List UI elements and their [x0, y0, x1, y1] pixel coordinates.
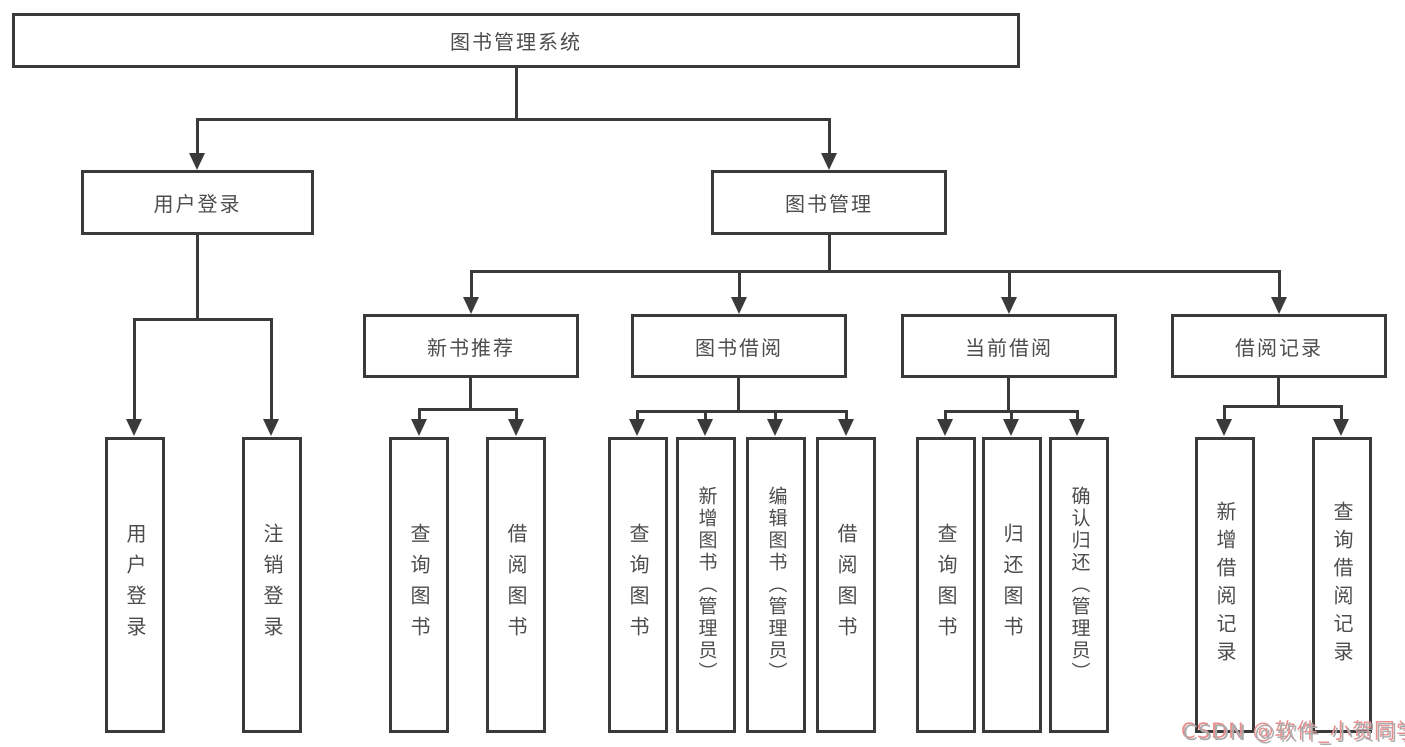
arrow-down-icon: [463, 297, 479, 314]
connector-line: [636, 410, 848, 413]
node-book-borrow: 图书借阅: [631, 314, 847, 378]
leaf-edit-book-admin-label: 编辑图书（管理员）: [765, 486, 788, 684]
arrow-down-icon: [263, 419, 279, 436]
leaf-query-borrow-record-label: 查询借阅记录: [1330, 501, 1354, 669]
leaf-query-book-recommend-label: 查询图书: [407, 523, 431, 647]
connector-line: [133, 318, 273, 321]
arrow-down-icon: [697, 419, 713, 436]
connector-line: [944, 410, 947, 422]
connector-line: [1010, 410, 1013, 422]
leaf-add-borrow-record: 新增借阅记录: [1195, 437, 1255, 733]
connector-line: [1223, 405, 1226, 422]
leaf-add-borrow-record-label: 新增借阅记录: [1213, 501, 1237, 669]
node-book-borrow-label: 图书借阅: [695, 335, 783, 360]
connector-line: [270, 318, 273, 420]
connector-line: [197, 118, 831, 121]
node-user-login-label: 用户登录: [153, 192, 242, 216]
arrow-down-icon: [1333, 419, 1349, 436]
arrow-down-icon: [1271, 297, 1287, 314]
leaf-user-login-label: 用户登录: [123, 523, 147, 647]
connector-line: [470, 270, 473, 299]
leaf-logout: 注销登录: [242, 437, 302, 733]
leaf-query-book-recommend: 查询图书: [389, 437, 449, 733]
leaf-query-book-current: 查询图书: [916, 437, 976, 733]
leaf-return-book: 归还图书: [982, 437, 1042, 733]
node-current-borrow: 当前借阅: [901, 314, 1117, 378]
connector-line: [636, 410, 639, 422]
connector-line: [774, 410, 777, 422]
arrow-down-icon: [1003, 419, 1019, 436]
connector-line: [515, 68, 518, 118]
connector-line: [828, 235, 831, 270]
arrow-down-icon: [731, 297, 747, 314]
node-borrow-records-label: 借阅记录: [1235, 335, 1323, 360]
connector-line: [133, 318, 136, 420]
leaf-query-book-borrow: 查询图书: [608, 437, 668, 733]
connector-line: [704, 410, 707, 422]
connector-line: [1007, 378, 1010, 412]
connector-line: [469, 378, 472, 411]
leaf-add-book-admin-label: 新增图书（管理员）: [695, 486, 718, 684]
node-book-management: 图书管理: [711, 170, 947, 235]
node-user-login: 用户登录: [81, 170, 314, 235]
leaf-add-book-admin: 新增图书（管理员）: [676, 437, 736, 733]
leaf-confirm-return-admin: 确认归还（管理员）: [1049, 437, 1109, 733]
connector-line: [1278, 270, 1281, 299]
node-library-system: 图书管理系统: [12, 13, 1020, 68]
arrow-down-icon: [126, 419, 142, 436]
connector-line: [737, 378, 740, 412]
leaf-return-book-label: 归还图书: [1000, 523, 1024, 647]
arrow-down-icon: [821, 153, 837, 170]
connector-line: [418, 408, 518, 411]
leaf-query-book-borrow-label: 查询图书: [626, 523, 650, 647]
connector-line: [1076, 410, 1079, 422]
connector-line: [1340, 405, 1343, 422]
leaf-query-book-current-label: 查询图书: [934, 523, 958, 647]
leaf-borrow-book-label: 借阅图书: [834, 523, 858, 647]
leaf-logout-label: 注销登录: [260, 523, 284, 647]
csdn-watermark: CSDN @软件_小贺同学: [1183, 721, 1405, 745]
node-library-system-label: 图书管理系统: [450, 30, 582, 54]
node-new-book-recommend-label: 新书推荐: [427, 335, 515, 360]
node-borrow-records: 借阅记录: [1171, 314, 1387, 378]
connector-line: [738, 270, 741, 299]
node-book-management-label: 图书管理: [785, 192, 873, 216]
arrow-down-icon: [767, 419, 783, 436]
leaf-borrow-book: 借阅图书: [816, 437, 876, 733]
leaf-borrow-book-recommend: 借阅图书: [486, 437, 546, 733]
arrow-down-icon: [508, 419, 524, 436]
arrow-down-icon: [411, 419, 427, 436]
connector-line: [1223, 405, 1343, 408]
arrow-down-icon: [629, 419, 645, 436]
connector-line: [1008, 270, 1011, 299]
leaf-user-login: 用户登录: [105, 437, 165, 733]
arrow-down-icon: [189, 153, 205, 170]
connector-line: [515, 408, 518, 422]
leaf-edit-book-admin: 编辑图书（管理员）: [746, 437, 806, 733]
node-new-book-recommend: 新书推荐: [363, 314, 579, 378]
connector-line: [196, 118, 199, 155]
connector-line: [418, 408, 421, 422]
connector-line: [845, 410, 848, 422]
node-current-borrow-label: 当前借阅: [965, 335, 1053, 360]
arrow-down-icon: [937, 419, 953, 436]
arrow-down-icon: [1216, 419, 1232, 436]
connector-line: [470, 270, 1281, 273]
leaf-borrow-book-recommend-label: 借阅图书: [504, 523, 528, 647]
connector-line: [828, 118, 831, 155]
arrow-down-icon: [1069, 419, 1085, 436]
connector-line: [196, 235, 199, 320]
arrow-down-icon: [1001, 297, 1017, 314]
leaf-query-borrow-record: 查询借阅记录: [1312, 437, 1372, 733]
leaf-confirm-return-admin-label: 确认归还（管理员）: [1068, 486, 1091, 684]
arrow-down-icon: [838, 419, 854, 436]
connector-line: [1277, 378, 1280, 408]
